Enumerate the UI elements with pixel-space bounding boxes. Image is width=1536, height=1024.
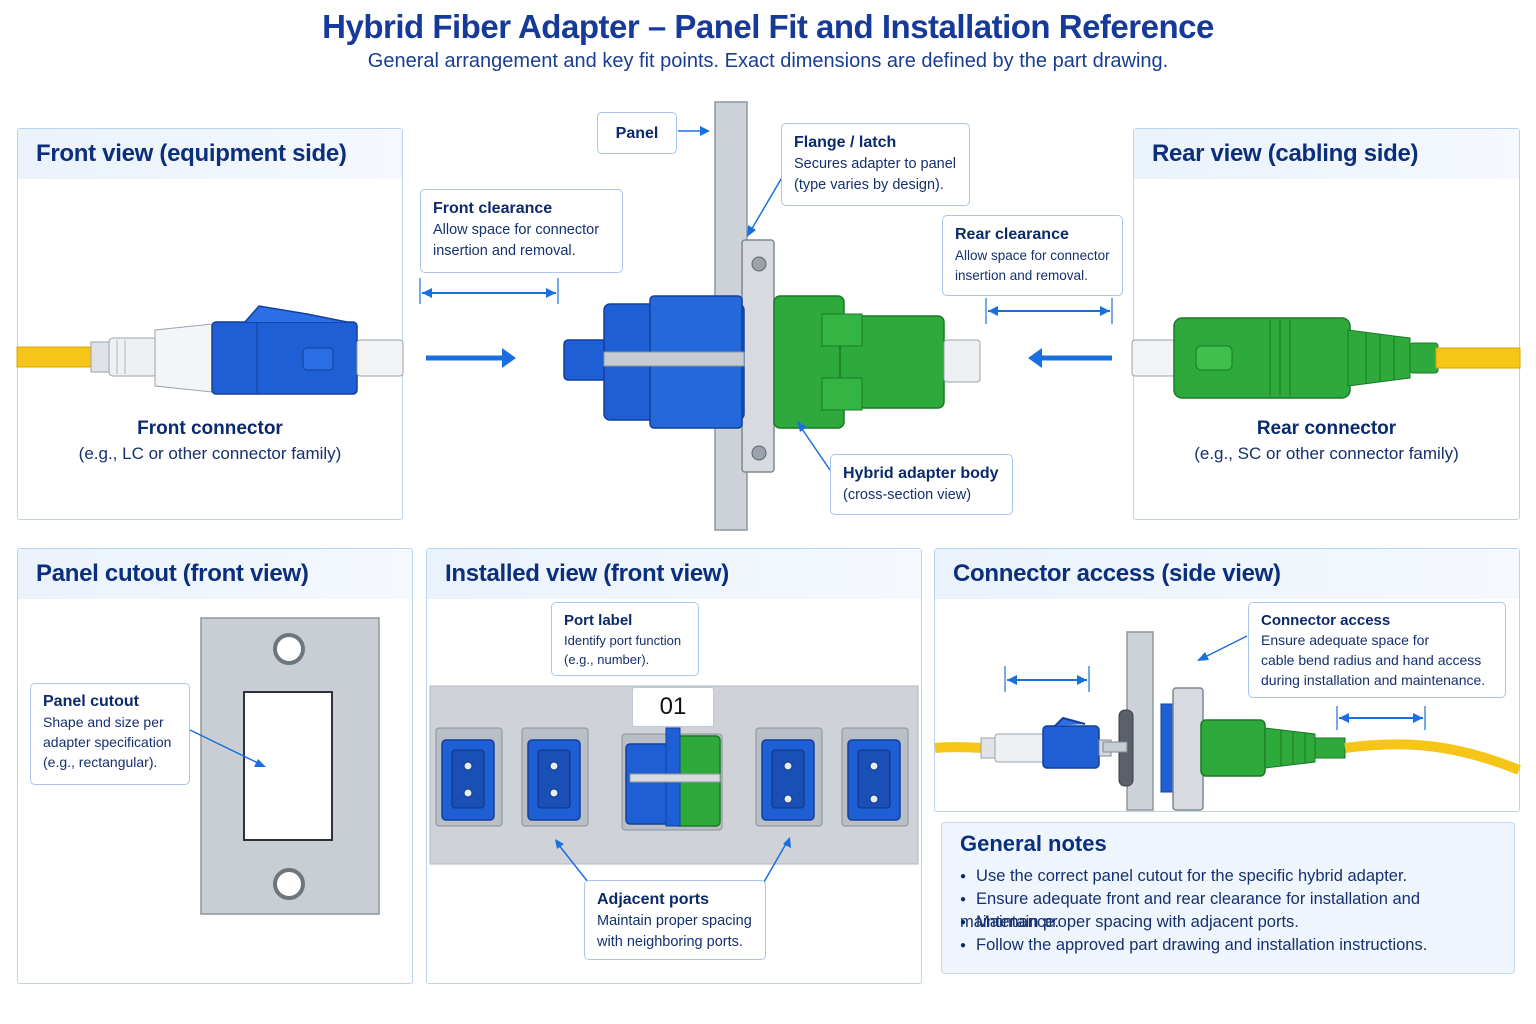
page-subtitle: General arrangement and key fit points. … bbox=[367, 50, 1169, 72]
front-clearance-callout: Front clearance Allow space for connecto… bbox=[420, 189, 623, 273]
adjacent-ports-line1: Maintain proper spacing bbox=[597, 913, 752, 930]
rear-connector-label: Rear connector bbox=[1256, 418, 1397, 439]
port-label-callout: Port label Identify port function (e.g.,… bbox=[551, 602, 699, 676]
rear-clearance-title: Rear clearance bbox=[955, 226, 1069, 243]
flange-callout: Flange / latch Secures adapter to panel … bbox=[781, 123, 970, 206]
panel-cutout-title: Panel cutout (front view) bbox=[18, 549, 412, 599]
panel-cutout-callout: Panel cutout Shape and size per adapter … bbox=[30, 683, 190, 785]
page-title: Hybrid Fiber Adapter – Panel Fit and Ins… bbox=[322, 8, 1214, 45]
note-item: Maintain proper spacing with adjacent po… bbox=[960, 911, 1514, 934]
connector-access-callout: Connector access Ensure adequate space f… bbox=[1248, 602, 1506, 698]
front-connector-sublabel: (e.g., LC or other connector family) bbox=[78, 444, 342, 463]
connector-access-callout-title: Connector access bbox=[1261, 612, 1391, 629]
connector-access-callout-line1: Ensure adequate space for bbox=[1261, 632, 1430, 649]
connector-access-callout-line2: cable bend radius and hand access bbox=[1261, 652, 1482, 669]
general-notes-title: General notes bbox=[960, 831, 1107, 856]
front-connector-illustration bbox=[16, 305, 404, 395]
rear-clearance-line2: insertion and removal. bbox=[955, 267, 1088, 283]
front-clearance-line2: insertion and removal. bbox=[433, 243, 576, 260]
panel-cutout-illustration bbox=[189, 617, 380, 915]
installed-view-title: Installed view (front view) bbox=[427, 549, 921, 599]
rear-connector-sublabel: (e.g., SC or other connector family) bbox=[1194, 444, 1459, 463]
panel-cutout-callout-title: Panel cutout bbox=[43, 693, 140, 710]
note-item: Follow the approved part drawing and ins… bbox=[960, 934, 1514, 957]
adjacent-ports-line2: with neighboring ports. bbox=[597, 934, 743, 951]
front-view-title: Front view (equipment side) bbox=[18, 129, 402, 179]
port-number-label: 01 bbox=[632, 687, 714, 727]
port-label-callout-line2: (e.g., number). bbox=[564, 651, 650, 667]
front-connector-label: Front connector bbox=[137, 418, 283, 439]
flange-callout-title: Flange / latch bbox=[794, 134, 897, 151]
adjacent-ports-title: Adjacent ports bbox=[597, 891, 710, 908]
panel-cutout-callout-line2: adapter specification bbox=[43, 733, 172, 750]
adapter-body-title: Hybrid adapter body bbox=[843, 465, 999, 482]
panel-cutout-callout-line1: Shape and size per bbox=[43, 714, 164, 731]
adapter-body-callout: Hybrid adapter body (cross-section view) bbox=[830, 454, 1013, 515]
rear-clearance-callout: Rear clearance Allow space for connector… bbox=[942, 215, 1123, 296]
adapter-body-line1: (cross-section view) bbox=[843, 487, 972, 504]
port-label-callout-title: Port label bbox=[564, 612, 633, 629]
note-item: Use the correct panel cutout for the spe… bbox=[960, 865, 1514, 888]
general-notes-list: Use the correct panel cutout for the spe… bbox=[960, 865, 1514, 957]
connector-access-title: Connector access (side view) bbox=[935, 549, 1519, 599]
adjacent-ports-callout: Adjacent ports Maintain proper spacing w… bbox=[584, 880, 766, 960]
front-clearance-line1: Allow space for connector bbox=[433, 222, 600, 239]
connector-access-illustration bbox=[934, 631, 1521, 811]
panel-callout: Panel bbox=[597, 112, 677, 154]
rear-clearance-line1: Allow space for connector bbox=[955, 248, 1110, 264]
rear-connector-illustration bbox=[1131, 317, 1521, 399]
note-item: Ensure adequate front and rear clearance… bbox=[960, 888, 1514, 931]
connector-access-callout-line3: during installation and maintenance. bbox=[1261, 672, 1486, 689]
flange-callout-line1: Secures adapter to panel bbox=[794, 156, 957, 173]
front-clearance-title: Front clearance bbox=[433, 200, 553, 217]
front-connector-caption: Front connector (e.g., LC or other conne… bbox=[17, 418, 403, 464]
cross-section-illustration bbox=[419, 101, 1113, 531]
rear-connector-caption: Rear connector (e.g., SC or other connec… bbox=[1133, 418, 1520, 464]
port-label-callout-line1: Identify port function bbox=[564, 632, 682, 648]
rear-view-title: Rear view (cabling side) bbox=[1134, 129, 1519, 179]
panel-callout-title: Panel bbox=[615, 125, 659, 142]
flange-callout-line2: (type varies by design). bbox=[794, 177, 944, 194]
panel-cutout-callout-line3: (e.g., rectangular). bbox=[43, 753, 158, 770]
general-notes-box: General notes Use the correct panel cuto… bbox=[941, 822, 1515, 974]
